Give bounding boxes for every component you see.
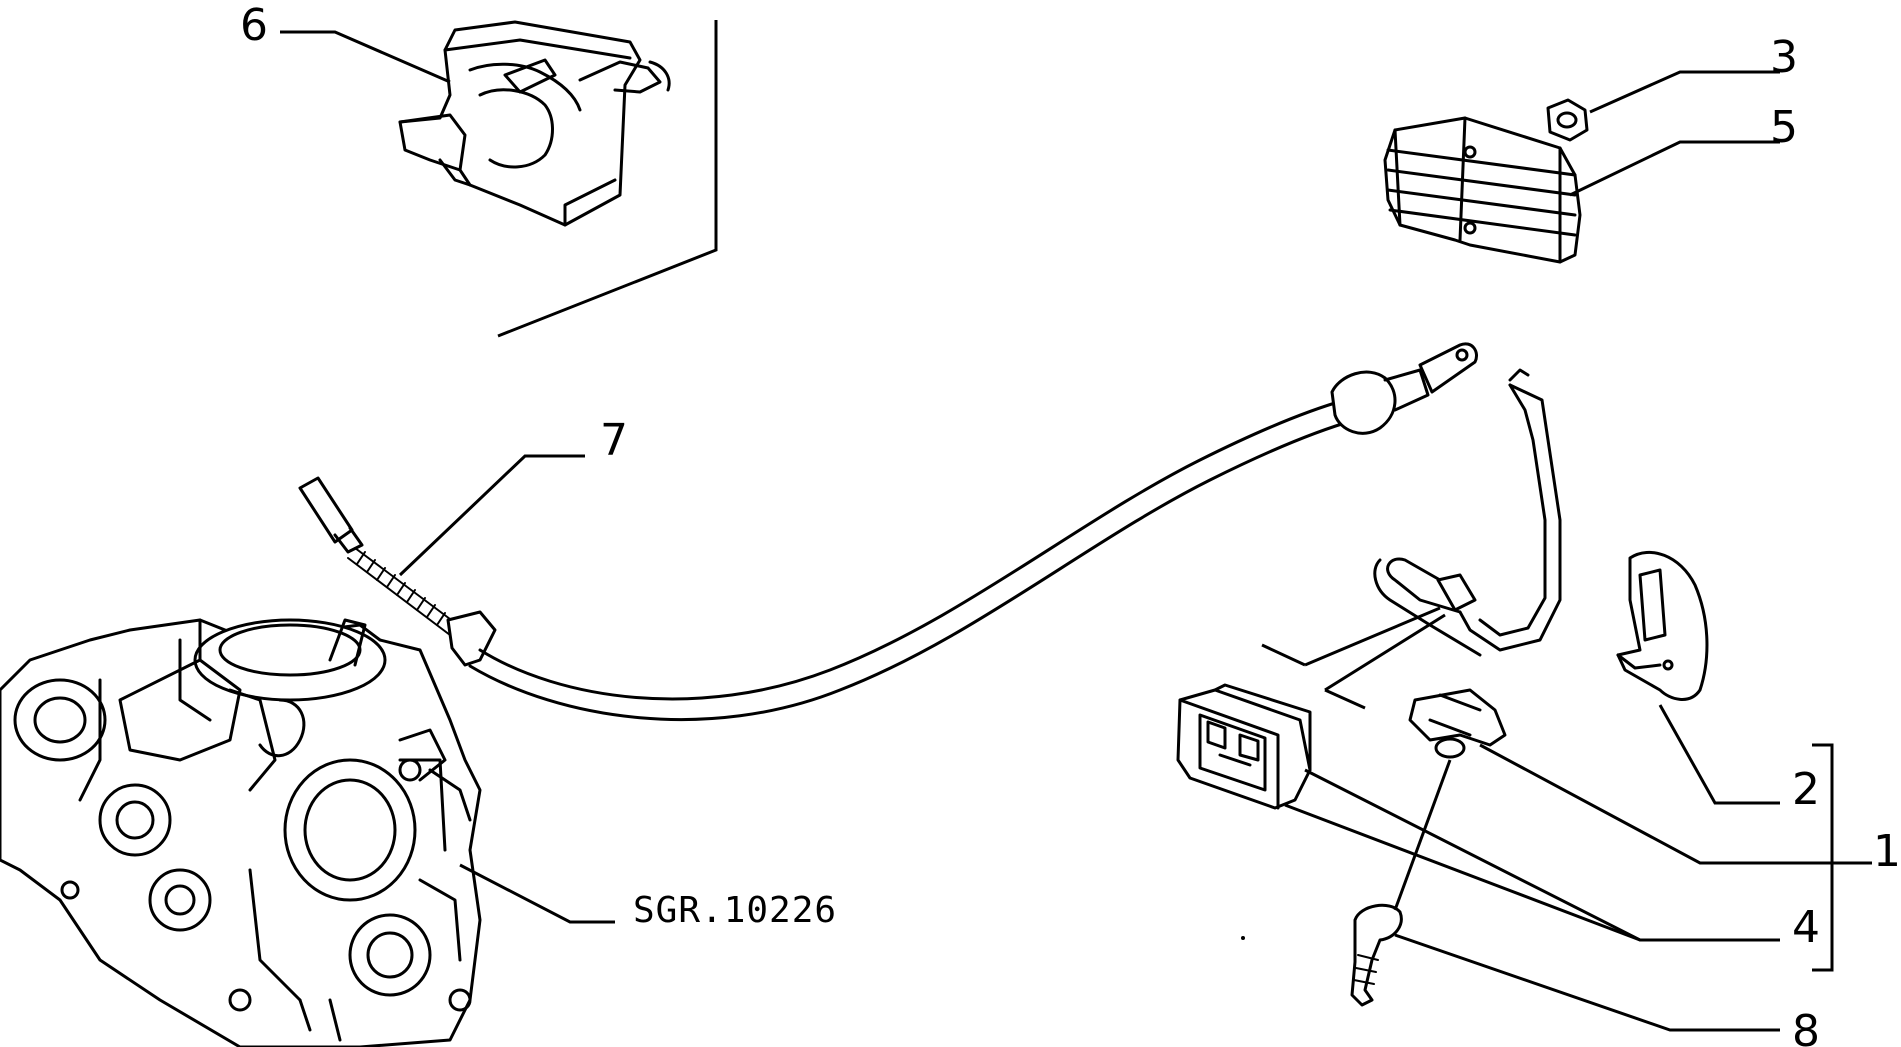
callout-7: 7: [600, 415, 628, 466]
part-4-rubber-pad: [1176, 683, 1312, 810]
callout-2: 2: [1792, 764, 1820, 815]
callout-3: 3: [1770, 32, 1798, 83]
callout-8: 8: [1792, 1006, 1820, 1047]
leader-lines: [280, 30, 1872, 1032]
callout-labels: 6 3 5 7 2 1 4 8 SGR.10226: [240, 0, 1901, 1047]
part-2-clip: [1616, 550, 1709, 701]
drawing-reference: SGR.10226: [633, 890, 837, 931]
separator-line-top: [497, 20, 718, 338]
callout-6: 6: [240, 0, 268, 51]
part-7-accelerator-cable: [298, 342, 1478, 722]
injection-pump-assembly: [0, 618, 482, 1047]
part-3-nut: [1546, 98, 1589, 142]
part-1-lever-rod: [1373, 368, 1562, 759]
callout-4: 4: [1792, 902, 1820, 953]
callout-1: 1: [1873, 826, 1901, 877]
part-8-plug: [1350, 903, 1403, 1007]
callout-5: 5: [1770, 102, 1798, 153]
part-5-mounting-block: [1383, 116, 1582, 264]
part-6-cable-bracket: [398, 20, 671, 227]
